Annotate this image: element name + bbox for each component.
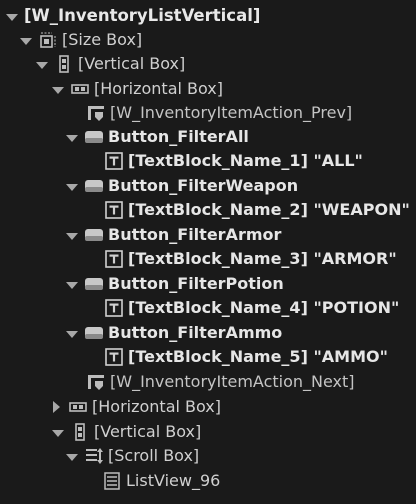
tree-label-vertical-box: [Vertical Box]	[78, 54, 186, 73]
tree-row-action-next[interactable]: [W_InventoryItemAction_Next]	[0, 370, 416, 394]
size-box-icon	[38, 30, 58, 50]
tree-row-scroll-box[interactable]: [Scroll Box]	[0, 444, 416, 468]
tree-label-textblock-1: [TextBlock_Name_1] "ALL"	[128, 151, 363, 170]
tree-row-button-filter-armor[interactable]: Button_FilterArmor	[0, 223, 416, 247]
tree-label-scroll-box: [Scroll Box]	[108, 446, 200, 465]
tree-label-size-box: [Size Box]	[62, 30, 143, 49]
button-icon	[84, 274, 104, 294]
expand-arrow-icon[interactable]	[6, 13, 18, 21]
tree-row-textblock-4[interactable]: [TextBlock_Name_4] "POTION"	[0, 296, 416, 320]
tree-label-textblock-5: [TextBlock_Name_5] "AMMO"	[128, 347, 388, 366]
tree-label-textblock-4: [TextBlock_Name_4] "POTION"	[128, 298, 400, 317]
tree-label-button-filter-potion: Button_FilterPotion	[108, 274, 284, 293]
horizontal-box-icon	[70, 79, 90, 99]
tree-row-action-prev[interactable]: [W_InventoryItemAction_Prev]	[0, 101, 416, 125]
user-widget-icon	[86, 372, 106, 392]
tree-row-textblock-2[interactable]: [TextBlock_Name_2] "WEAPON"	[0, 198, 416, 222]
tree-row-button-filter-ammo[interactable]: Button_FilterAmmo	[0, 321, 416, 345]
button-icon	[84, 323, 104, 343]
text-block-icon	[104, 347, 124, 367]
tree-row-vertical-box[interactable]: [Vertical Box]	[0, 52, 416, 76]
collapse-arrow-icon[interactable]	[53, 401, 60, 413]
button-icon	[84, 176, 104, 196]
tree-label-action-prev: [W_InventoryItemAction_Prev]	[110, 103, 353, 122]
tree-label-horizontal-box: [Horizontal Box]	[94, 79, 224, 98]
tree-label-vertical-box-2: [Vertical Box]	[94, 422, 202, 441]
text-block-icon	[104, 200, 124, 220]
expand-arrow-icon[interactable]	[52, 86, 64, 94]
tree-row-horizontal-box[interactable]: [Horizontal Box]	[0, 77, 416, 101]
tree-row-textblock-1[interactable]: [TextBlock_Name_1] "ALL"	[0, 149, 416, 173]
expand-arrow-icon[interactable]	[52, 429, 64, 437]
expand-arrow-icon[interactable]	[66, 330, 78, 338]
tree-label-button-filter-weapon: Button_FilterWeapon	[108, 176, 299, 195]
expand-arrow-icon[interactable]	[66, 134, 78, 142]
expand-arrow-icon[interactable]	[66, 232, 78, 240]
expand-arrow-icon[interactable]	[20, 37, 32, 45]
tree-label-horizontal-box-2: [Horizontal Box]	[92, 397, 222, 416]
text-block-icon	[104, 151, 124, 171]
tree-row-textblock-3[interactable]: [TextBlock_Name_3] "ARMOR"	[0, 247, 416, 271]
tree-row-textblock-5[interactable]: [TextBlock_Name_5] "AMMO"	[0, 345, 416, 369]
button-icon	[84, 225, 104, 245]
tree-row-button-filter-potion[interactable]: Button_FilterPotion	[0, 272, 416, 296]
tree-label-button-filter-armor: Button_FilterArmor	[108, 225, 282, 244]
tree-label-root: [W_InventoryListVertical]	[24, 6, 261, 25]
tree-label-action-next: [W_InventoryItemAction_Next]	[110, 372, 355, 391]
expand-arrow-icon[interactable]	[66, 281, 78, 289]
tree-label-textblock-2: [TextBlock_Name_2] "WEAPON"	[128, 200, 410, 219]
vertical-box-icon	[70, 422, 90, 442]
tree-label-button-filter-all: Button_FilterAll	[108, 127, 249, 146]
vertical-box-icon	[54, 54, 74, 74]
tree-label-button-filter-ammo: Button_FilterAmmo	[108, 323, 283, 342]
expand-arrow-icon[interactable]	[66, 453, 78, 461]
user-widget-icon	[86, 103, 106, 123]
text-block-icon	[104, 298, 124, 318]
tree-row-vertical-box-2[interactable]: [Vertical Box]	[0, 420, 416, 444]
expand-arrow-icon[interactable]	[66, 183, 78, 191]
tree-row-button-filter-weapon[interactable]: Button_FilterWeapon	[0, 174, 416, 198]
scroll-box-icon	[84, 446, 104, 466]
tree-row-size-box[interactable]: [Size Box]	[0, 28, 416, 52]
horizontal-box-icon	[68, 397, 88, 417]
expand-arrow-icon[interactable]	[36, 61, 48, 69]
text-block-icon	[104, 249, 124, 269]
tree-row-button-filter-all[interactable]: Button_FilterAll	[0, 125, 416, 149]
tree-label-listview: ListView_96	[126, 471, 221, 490]
button-icon	[84, 127, 104, 147]
list-view-icon	[102, 471, 122, 491]
tree-row-horizontal-box-collapsed[interactable]: [Horizontal Box]	[0, 395, 416, 419]
tree-row-root[interactable]: [W_InventoryListVertical]	[0, 4, 416, 28]
tree-label-textblock-3: [TextBlock_Name_3] "ARMOR"	[128, 249, 397, 268]
tree-row-listview[interactable]: ListView_96	[0, 469, 416, 493]
